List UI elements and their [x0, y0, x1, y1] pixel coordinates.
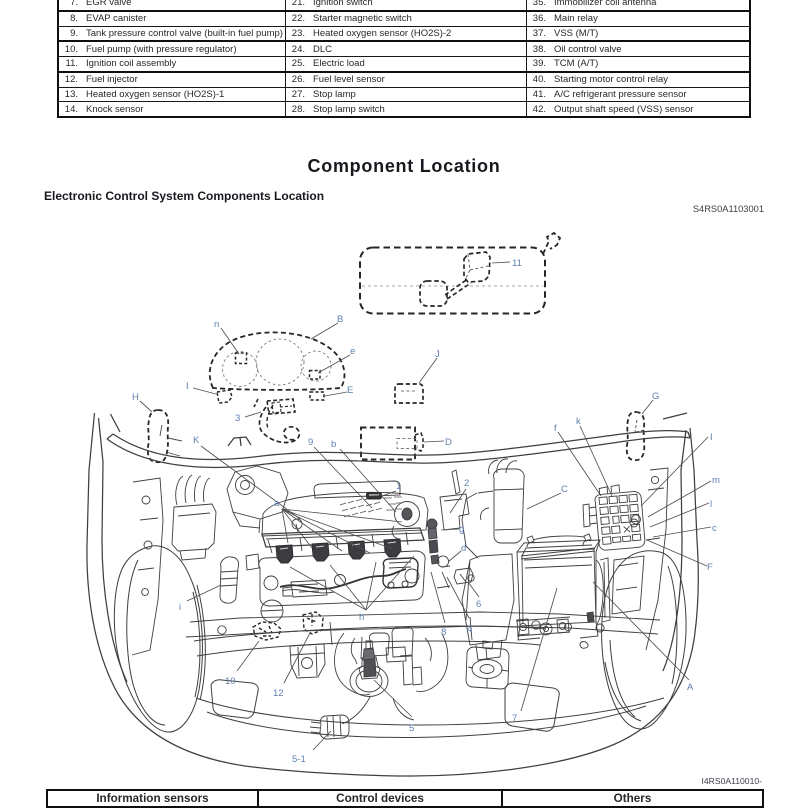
svg-text:h: h [359, 612, 364, 623]
svg-text:1: 1 [396, 481, 401, 492]
svg-text:i: i [179, 602, 181, 613]
svg-text:2: 2 [464, 478, 469, 489]
svg-text:D: D [445, 437, 452, 448]
svg-text:F: F [707, 562, 713, 573]
svg-text:e: e [350, 346, 355, 357]
svg-text:c: c [712, 523, 717, 534]
svg-text:10: 10 [225, 676, 236, 687]
svg-text:E: E [347, 385, 353, 396]
svg-text:6: 6 [476, 599, 481, 610]
svg-text:a: a [274, 498, 280, 509]
svg-text:4: 4 [467, 624, 472, 635]
svg-text:H: H [132, 392, 139, 403]
svg-text:K: K [193, 435, 200, 446]
svg-text:b: b [331, 439, 336, 450]
svg-text:5: 5 [409, 723, 414, 734]
svg-text:I: I [710, 432, 713, 443]
svg-text:5-1: 5-1 [292, 754, 306, 765]
svg-text:g: g [459, 524, 464, 535]
svg-text:7: 7 [512, 713, 517, 724]
svg-text:B: B [337, 314, 343, 325]
svg-text:l: l [710, 499, 712, 510]
svg-text:9: 9 [308, 437, 313, 448]
svg-text:11: 11 [512, 258, 522, 269]
svg-text:C: C [561, 484, 568, 495]
svg-text:n: n [214, 319, 219, 330]
svg-text:d: d [461, 543, 466, 554]
svg-text:I: I [186, 381, 189, 392]
svg-text:A: A [687, 682, 694, 693]
svg-text:J: J [435, 349, 440, 360]
svg-text:f: f [554, 423, 557, 434]
svg-text:m: m [712, 475, 720, 486]
svg-text:k: k [576, 416, 581, 427]
svg-text:3: 3 [235, 413, 240, 424]
svg-text:12: 12 [273, 688, 284, 699]
svg-text:8: 8 [441, 627, 446, 638]
svg-text:G: G [652, 391, 659, 402]
